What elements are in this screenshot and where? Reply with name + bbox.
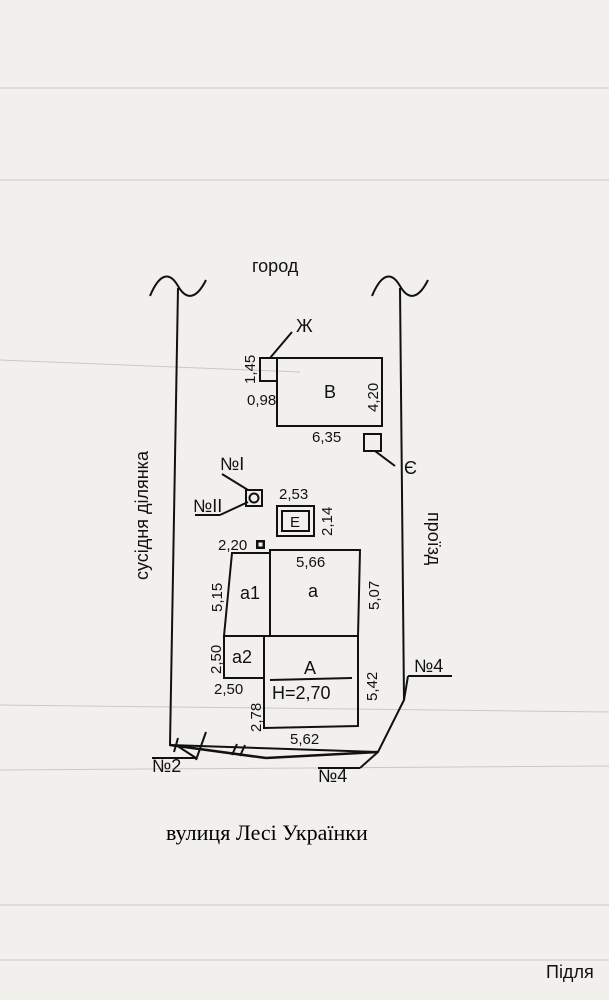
street-label: вулиця Лесі Українки — [166, 820, 368, 845]
building-e-outer — [276, 505, 315, 537]
annex-a-width: 5,66 — [296, 554, 325, 571]
well-1-leader — [221, 473, 249, 491]
gate-tick-1 — [231, 743, 238, 756]
house-a-width: 5,62 — [290, 731, 319, 748]
house-a-label: А — [304, 658, 316, 678]
marker-n2-leader — [175, 744, 197, 759]
annex-a1-width: 2,20 — [218, 537, 247, 554]
building-e-label: Е — [290, 514, 300, 531]
right-break-symbol — [371, 275, 429, 297]
building-zh-leader — [269, 331, 293, 359]
building-zh — [259, 357, 278, 382]
well-2-leader — [219, 501, 249, 516]
marker-n4-bottom: №4 — [318, 766, 347, 786]
garden-label: город — [252, 256, 299, 276]
annex-a-label: а — [308, 581, 319, 601]
marker-n4-right: №4 — [414, 656, 443, 676]
house-a-depth: 5,42 — [364, 672, 381, 701]
post-marker-core — [258, 542, 263, 547]
building-v-width: 6,35 — [312, 429, 341, 446]
building-zh-width: 0,98 — [247, 392, 276, 409]
well-2-box — [245, 489, 263, 507]
house-a-height: Н=2,70 — [272, 683, 331, 703]
annex-a2-label: а2 — [232, 647, 252, 667]
building-ye-leader — [374, 450, 396, 467]
house-a-divider — [269, 677, 353, 681]
building-v-label: В — [324, 382, 336, 402]
gate-tick-2 — [239, 744, 246, 757]
marker-n4-leader — [403, 675, 409, 701]
well-1-label: №I — [220, 454, 244, 474]
driveway-label: проїзд — [424, 512, 444, 566]
building-zh-depth: 1,45 — [242, 355, 259, 384]
building-e-depth: 2,14 — [319, 507, 336, 536]
gate-post — [195, 731, 207, 761]
marker-n2: №2 — [152, 756, 181, 776]
building-zh-label: Ж — [296, 316, 313, 336]
front-fence-right — [265, 750, 379, 760]
front-fence-left — [169, 743, 267, 760]
building-e-inner — [281, 510, 310, 532]
background-traces — [0, 87, 609, 961]
neighbor-plot-label: сусідня ділянка — [132, 450, 152, 580]
annex-a1-depth: 5,15 — [209, 583, 226, 612]
house-a — [263, 635, 359, 730]
building-ye-label: Є — [404, 458, 417, 478]
corner-text: Підля — [546, 962, 594, 982]
marker-n4b-leader — [359, 751, 379, 769]
annex-a2-depth: 2,50 — [208, 645, 225, 674]
building-ye — [363, 433, 382, 452]
annex-a2-width: 2,50 — [214, 681, 243, 698]
annex-a1-label: а1 — [240, 583, 260, 603]
building-e-width: 2,53 — [279, 486, 308, 503]
building-v-depth: 4,20 — [365, 383, 382, 412]
house-a-side: 2,78 — [248, 703, 265, 732]
annex-a-depth: 5,07 — [366, 581, 383, 610]
well-2-label: №II — [193, 496, 222, 516]
building-v — [276, 357, 383, 427]
left-break-symbol — [149, 275, 207, 297]
well-2-circle — [248, 492, 260, 504]
